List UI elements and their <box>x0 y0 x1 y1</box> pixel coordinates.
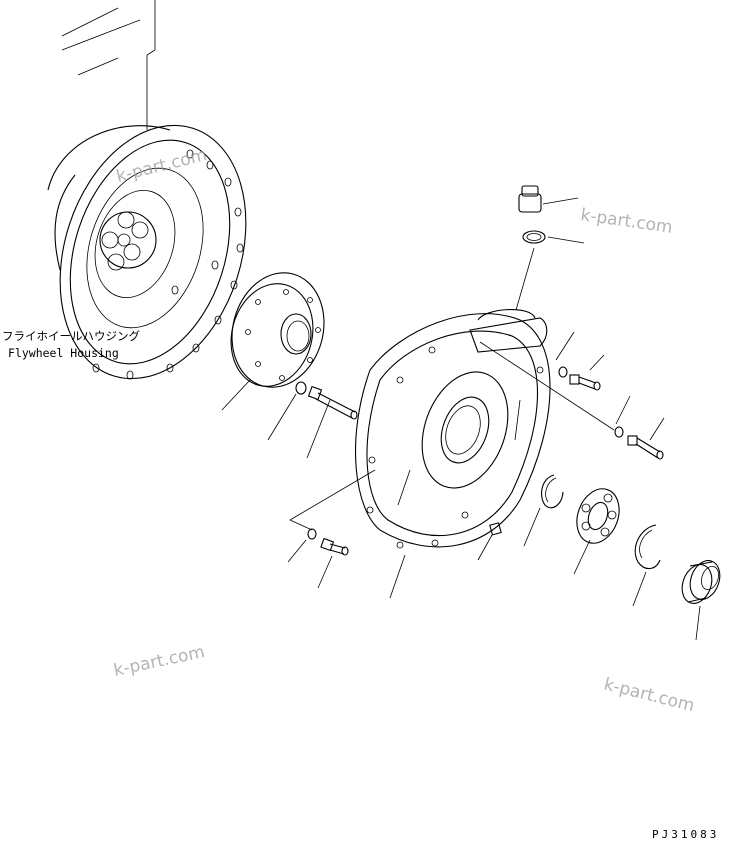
part-label-japanese: フライホイールハウジング <box>2 329 140 343</box>
washer-and-bolt-3 <box>479 341 665 460</box>
washer-and-bolt-2 <box>555 331 605 391</box>
ball-bearing <box>573 488 620 575</box>
spline-sleeve <box>681 560 721 641</box>
header-leader-lines <box>61 0 156 130</box>
part-label-english: Flywheel Housing <box>8 346 119 360</box>
watermark-2: k-part.com <box>579 205 673 238</box>
watermark-1: k-part.com <box>114 145 209 187</box>
coupling-plate <box>221 272 325 411</box>
plug-fitting <box>515 185 585 311</box>
drawing-code: PJ31083 <box>652 828 719 841</box>
watermark-3: k-part.com <box>112 642 207 681</box>
pump-case <box>355 308 551 599</box>
flywheel-housing <box>47 124 247 380</box>
small-bolt <box>477 522 502 561</box>
washer-and-bolt-1 <box>267 381 358 459</box>
snap-ring-1 <box>523 474 564 547</box>
watermark-4: k-part.com <box>602 674 697 716</box>
hub-bolt-cluster <box>99 211 157 271</box>
washer-and-bolt-4 <box>287 469 376 589</box>
snap-ring-2 <box>632 524 661 607</box>
